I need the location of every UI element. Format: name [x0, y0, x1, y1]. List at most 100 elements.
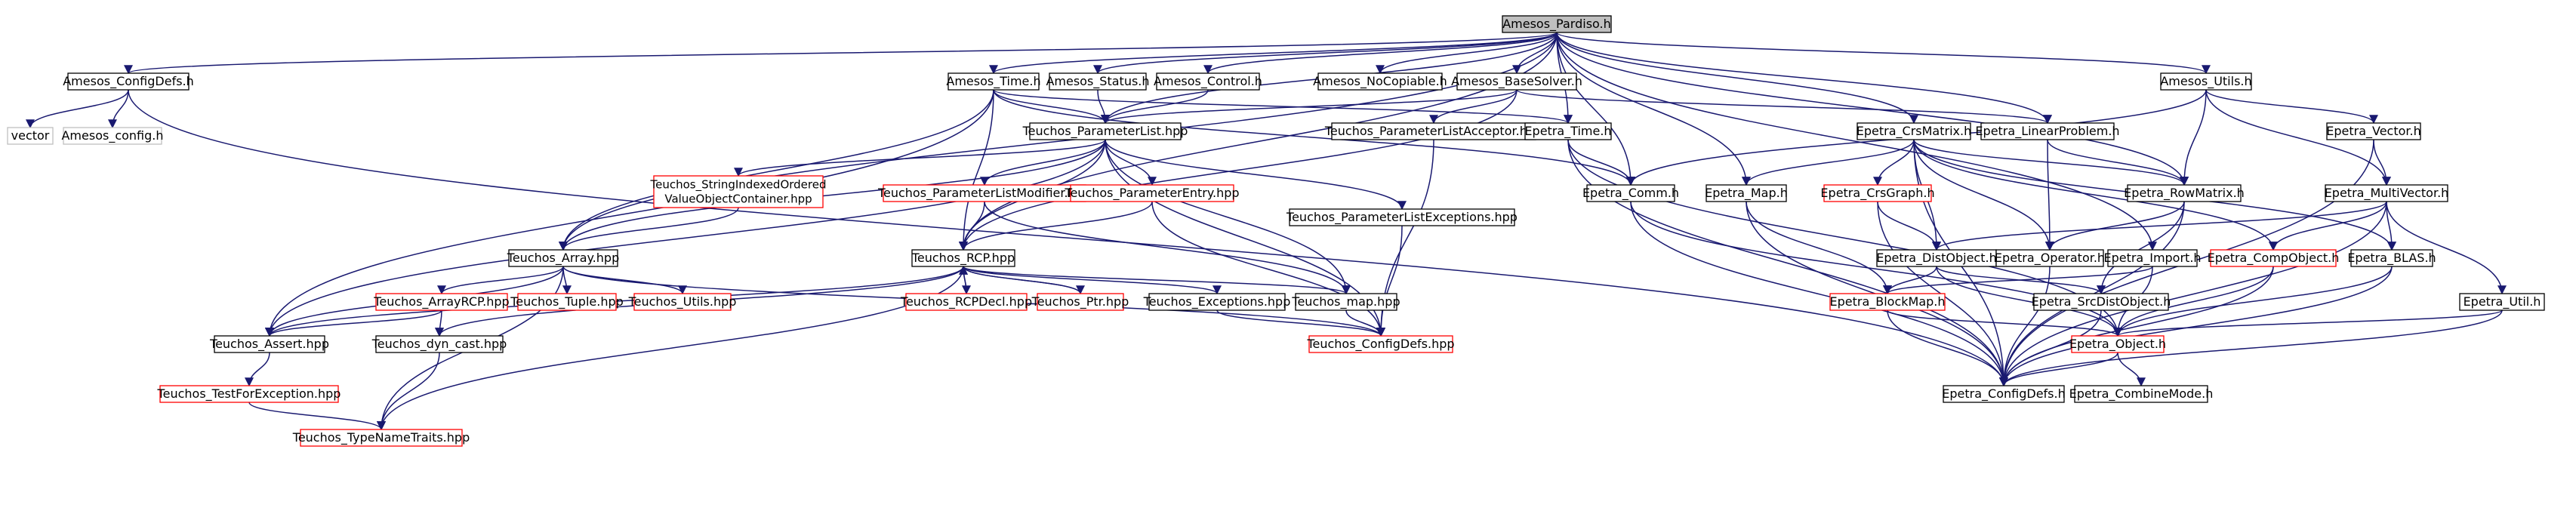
edge-amesos_time-to-teuchos_parameterlist — [993, 89, 1110, 125]
node-label: Epetra_Time.h — [1524, 124, 1611, 139]
node-teuchos-rcp[interactable]: Teuchos_RCP.hpp — [911, 249, 1015, 267]
node-teuchos-parameterlist[interactable]: Teuchos_ParameterList.hpp — [1022, 122, 1188, 140]
edge-epetra_crsmatrix-to-epetra_rowmatrix — [1913, 139, 2189, 186]
node-teuchos-testforexception[interactable]: Teuchos_TestForException.hpp — [157, 385, 341, 403]
node-epetra-combinemode[interactable]: Epetra_CombineMode.h — [2069, 385, 2214, 403]
edge-amesos_pardiso-to-epetra_comm — [1556, 32, 1635, 186]
edge-amesos_utils-to-epetra_vector — [2205, 89, 2378, 125]
node-amesos-basesolver[interactable]: Amesos_BaseSolver.h — [1451, 72, 1582, 91]
node-epetra-blas[interactable]: Epetra_BLAS.h — [2347, 249, 2436, 267]
edge-epetra_multivector-to-epetra_compobject — [2269, 201, 2387, 251]
edge-epetra_map-to-epetra_blockmap — [1746, 201, 1892, 295]
edge-epetra_util-to-epetra_object — [2113, 309, 2503, 337]
node-teuchos-utils[interactable]: Teuchos_Utils.hpp — [628, 293, 737, 311]
node-epetra-configdefs[interactable]: Epetra_ConfigDefs.h — [1942, 385, 2066, 403]
node-epetra-compobject[interactable]: Epetra_CompObject.h — [2208, 249, 2340, 267]
node-label: ValueObjectContainer.hpp — [664, 192, 812, 206]
edge-epetra_crsmatrix-to-epetra_crsgraph — [1873, 139, 1915, 186]
node-epetra-distobject[interactable]: Epetra_DistObject.h — [1876, 249, 1997, 267]
node-amesos-status[interactable]: Amesos_Status.h — [1046, 72, 1150, 91]
edge-teuchos_parameterlist-to-teuchos_map — [1105, 139, 1351, 295]
node-epetra-linearproblem[interactable]: Epetra_LinearProblem.h — [1975, 122, 2120, 140]
node-amesos-pardiso[interactable]: Amesos_Pardiso.h — [1502, 15, 1612, 33]
node-teuchos-tuple[interactable]: Teuchos_Tuple.hpp — [510, 293, 624, 311]
edge-teuchos_parameterentry-to-teuchos_rcp — [959, 201, 1153, 251]
node-box — [1295, 293, 1397, 311]
node-amesos-configdefs[interactable]: Amesos_ConfigDefs.h — [63, 72, 194, 91]
node-teuchos-exceptions[interactable]: Teuchos_Exceptions.hpp — [1143, 293, 1291, 311]
node-teuchos-dyncast[interactable]: Teuchos_dyn_cast.hpp — [371, 335, 507, 353]
edge-epetra_multivector-to-epetra_configdefs — [1999, 201, 2387, 387]
node-box — [1524, 122, 1612, 140]
node-teuchos-typenametraits[interactable]: Teuchos_TypeNameTraits.hpp — [292, 429, 470, 447]
node-teuchos-ptr[interactable]: Teuchos_Ptr.hpp — [1031, 293, 1129, 311]
edge-amesos_pardiso-to-epetra_rowmatrix — [1556, 32, 2189, 186]
node-teuchos-plaacceptor[interactable]: Teuchos_ParameterListAcceptor.hpp — [1324, 122, 1542, 140]
edge-teuchos_exceptions-to-teuchos_configdefs — [1216, 309, 1385, 337]
node-epetra-srcdistobject[interactable]: Epetra_SrcDistObject.h — [2032, 293, 2171, 311]
node-teuchos-configdefs[interactable]: Teuchos_ConfigDefs.hpp — [1306, 335, 1455, 353]
node-label: vector — [11, 128, 50, 143]
node-amesos-time[interactable]: Amesos_Time.h — [946, 72, 1041, 91]
node-epetra-map[interactable]: Epetra_Map.h — [1705, 184, 1788, 202]
edge-teuchos_plexceptions-to-teuchos_configdefs — [1376, 225, 1403, 337]
node-epetra-comm[interactable]: Epetra_Comm.h — [1582, 184, 1679, 202]
edge-amesos_time-to-teuchos_rcp — [959, 89, 994, 251]
node-amesos-utils[interactable]: Amesos_Utils.h — [2160, 72, 2252, 91]
node-epetra-time[interactable]: Epetra_Time.h — [1524, 122, 1612, 140]
node-teuchos-parameterentry[interactable]: Teuchos_ParameterEntry.hpp — [1064, 184, 1240, 202]
node-label: Teuchos_StringIndexedOrdered — [650, 178, 827, 192]
node-box — [1829, 293, 1946, 311]
node-teuchos-array[interactable]: Teuchos_Array.hpp — [507, 249, 619, 267]
node-label: Epetra_DistObject.h — [1876, 251, 1996, 266]
node-amesos-noncopiable[interactable]: Amesos_NoCopiable.h — [1313, 72, 1447, 91]
edge-amesos_pardiso-to-epetra_map — [1556, 32, 1751, 186]
edge-amesos_basesolver-to-teuchos_rcp — [959, 89, 1518, 251]
node-teuchos-plmodifier[interactable]: Teuchos_ParameterListModifier.hpp — [877, 184, 1091, 202]
node-amesos-control[interactable]: Amesos_Control.h — [1154, 72, 1262, 91]
node-epetra-util[interactable]: Epetra_Util.h — [2459, 293, 2545, 311]
node-box — [2127, 184, 2242, 202]
node-label: Epetra_Map.h — [1705, 186, 1788, 201]
node-epetra-multivector[interactable]: Epetra_MultiVector.h — [2325, 184, 2449, 202]
node-box — [633, 293, 732, 311]
edge-teuchos_parameterlist-to-teuchos_stringindexed — [734, 139, 1106, 177]
node-box — [2160, 72, 2252, 91]
node-label: Epetra_ConfigDefs.h — [1942, 386, 2065, 402]
edge-amesos_time-to-epetra_comm — [993, 89, 1635, 186]
node-label: Amesos_Pardiso.h — [1502, 17, 1611, 32]
node-epetra-rowmatrix[interactable]: Epetra_RowMatrix.h — [2124, 184, 2245, 202]
node-epetra-vector[interactable]: Epetra_Vector.h — [2326, 122, 2421, 140]
edge-amesos_configdefs-to-amesos_config — [108, 89, 129, 129]
node-box — [517, 293, 617, 311]
edge-teuchos_rcp-to-teuchos_map — [963, 266, 1351, 295]
edge-epetra_comm-to-epetra_configdefs — [1630, 201, 2008, 387]
node-box — [2325, 184, 2448, 202]
node-teuchos-assert[interactable]: Teuchos_Assert.hpp — [209, 335, 329, 353]
node-teuchos-plexceptions[interactable]: Teuchos_ParameterListExceptions.hpp — [1286, 208, 1518, 226]
edge-epetra_multivector-to-epetra_util — [2386, 201, 2507, 295]
node-epetra-import[interactable]: Epetra_Import.h — [2103, 249, 2202, 267]
edge-teuchos_parameterlist-to-teuchos_assert — [265, 139, 1106, 337]
node-label: Amesos_Utils.h — [2160, 74, 2251, 89]
edge-amesos_basesolver-to-teuchos_plaacceptor — [1429, 89, 1518, 125]
node-epetra-blockmap[interactable]: Epetra_BlockMap.h — [1829, 293, 1946, 311]
node-teuchos-map[interactable]: Teuchos_map.hpp — [1291, 293, 1400, 311]
edge-amesos_basesolver-to-epetra_linearproblem — [1516, 89, 2052, 125]
node-epetra-crsgraph[interactable]: Epetra_CrsGraph.h — [1820, 184, 1935, 202]
node-label: Amesos_ConfigDefs.h — [63, 74, 194, 89]
node-box — [1317, 72, 1443, 91]
edge-teuchos_rcp-to-teuchos_exceptions — [963, 266, 1222, 295]
node-vector: vector — [7, 127, 54, 145]
node-teuchos-stringindexed[interactable]: Teuchos_StringIndexedOrderedValueObjectC… — [650, 175, 827, 208]
node-label: Epetra_CrsGraph.h — [1820, 186, 1934, 201]
node-epetra-object[interactable]: Epetra_Object.h — [2069, 335, 2166, 353]
edge-amesos_time-to-teuchos_assert — [265, 89, 994, 337]
node-label: Epetra_CompObject.h — [2208, 251, 2340, 266]
node-teuchos-rcpdecl[interactable]: Teuchos_RCPDecl.hpp — [900, 293, 1032, 311]
edge-teuchos_parameterentry-to-teuchos_configdefs — [1151, 201, 1385, 337]
node-epetra-crsmatrix[interactable]: Epetra_CrsMatrix.h — [1857, 122, 1971, 140]
node-epetra-operator[interactable]: Epetra_Operator.h — [1995, 249, 2105, 267]
edge-epetra_blas-to-epetra_configdefs — [1999, 266, 2393, 387]
node-teuchos-arrayrcp[interactable]: Teuchos_ArrayRCP.hpp — [373, 293, 510, 311]
